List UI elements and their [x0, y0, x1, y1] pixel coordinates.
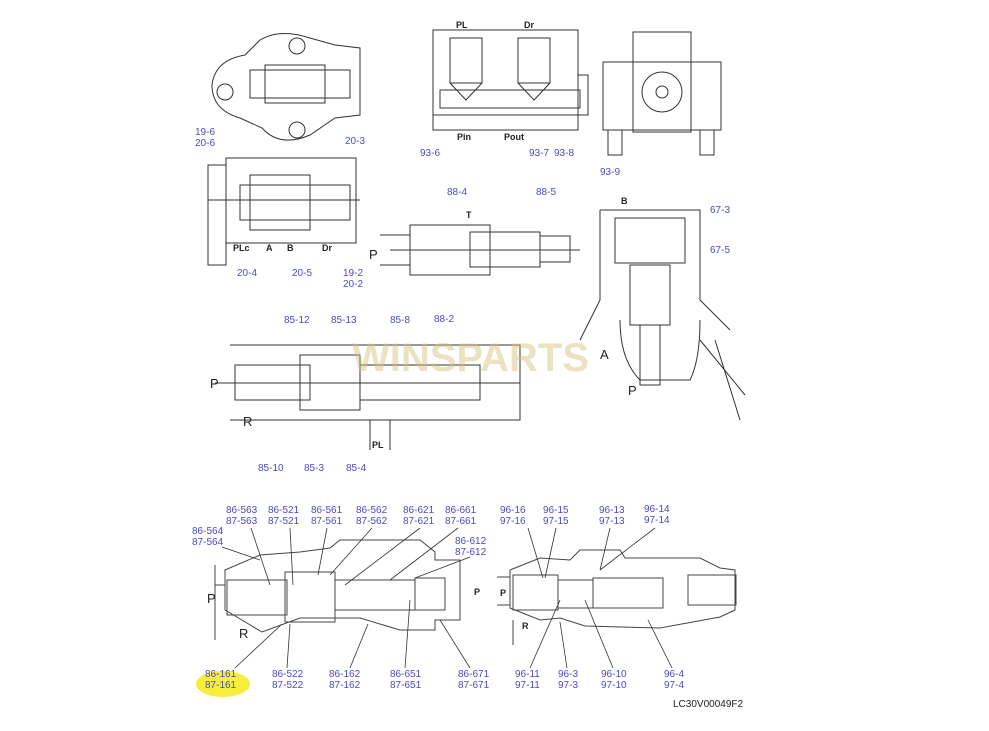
part-label[interactable]: 88-2: [434, 314, 455, 325]
port-label: P: [500, 588, 507, 598]
part-label[interactable]: 96-4: [664, 669, 685, 680]
part-label[interactable]: 86-661: [445, 505, 477, 516]
part-label[interactable]: 86-522: [272, 669, 304, 680]
highlight-marker: [196, 671, 250, 697]
view-top-left-flange: [211, 33, 361, 141]
part-label[interactable]: 86-561: [311, 505, 343, 516]
port-label: B: [621, 196, 628, 206]
part-label[interactable]: 88-5: [536, 187, 557, 198]
part-label[interactable]: 86-671: [458, 669, 490, 680]
port-label: P: [474, 587, 481, 597]
part-label[interactable]: 20-5: [292, 268, 313, 279]
part-label[interactable]: 97-13: [599, 516, 625, 527]
part-label[interactable]: 85-8: [390, 315, 411, 326]
part-label[interactable]: 86-161: [205, 669, 237, 680]
part-label[interactable]: 87-661: [445, 516, 477, 527]
part-label[interactable]: 86-563: [226, 505, 258, 516]
view-top-right: [602, 31, 722, 156]
view-top-middle: [432, 29, 589, 131]
view-bottom-right-section: [497, 549, 737, 645]
port-label: P: [628, 383, 637, 398]
part-label[interactable]: 86-612: [455, 536, 487, 547]
part-label[interactable]: 87-621: [403, 516, 435, 527]
port-label: Dr: [524, 20, 535, 30]
part-label[interactable]: 85-3: [304, 463, 325, 474]
port-label: A: [266, 243, 273, 253]
part-label[interactable]: 97-15: [543, 516, 569, 527]
port-label: T: [466, 210, 472, 220]
part-label[interactable]: 85-12: [284, 315, 310, 326]
part-label[interactable]: 87-612: [455, 547, 487, 558]
part-label[interactable]: 97-14: [644, 515, 670, 526]
port-label: P: [207, 591, 216, 606]
port-label: Dr: [322, 243, 333, 253]
part-label-highlighted[interactable]: 87-161: [205, 680, 237, 691]
port-label: PLc: [233, 243, 250, 253]
part-label[interactable]: 97-11: [515, 680, 540, 691]
port-label: P: [210, 376, 219, 391]
part-label[interactable]: 97-4: [664, 680, 685, 691]
part-label[interactable]: 86-562: [356, 505, 388, 516]
watermark: WINSPARTS: [352, 336, 590, 380]
port-label: R: [243, 414, 253, 429]
part-label[interactable]: 87-671: [458, 680, 490, 691]
part-label[interactable]: 20-6: [195, 138, 216, 149]
view-top-left-section: [207, 157, 360, 266]
part-label[interactable]: 97-10: [601, 680, 627, 691]
part-label[interactable]: 96-15: [543, 505, 569, 516]
part-label[interactable]: 20-2: [343, 279, 364, 290]
part-label[interactable]: 87-162: [329, 680, 361, 691]
part-label[interactable]: 85-10: [258, 463, 284, 474]
part-label[interactable]: 93-6: [420, 148, 441, 159]
part-label[interactable]: 86-564: [192, 526, 224, 537]
view-mid-right: [579, 209, 746, 421]
part-label[interactable]: 67-5: [710, 245, 731, 256]
part-label[interactable]: 93-9: [600, 167, 621, 178]
view-mid-center: [380, 224, 580, 276]
part-label[interactable]: 88-4: [447, 187, 468, 198]
port-label: B: [287, 243, 294, 253]
part-label[interactable]: 96-14: [644, 504, 670, 515]
view-mid-left-section: [215, 344, 521, 450]
part-label[interactable]: 87-561: [311, 516, 343, 527]
part-label[interactable]: 20-4: [237, 268, 258, 279]
port-label: R: [522, 621, 529, 631]
part-label[interactable]: 67-3: [710, 205, 731, 216]
part-label[interactable]: 86-521: [268, 505, 300, 516]
part-label[interactable]: 87-562: [356, 516, 388, 527]
part-label[interactable]: 87-651: [390, 680, 422, 691]
part-label[interactable]: 86-651: [390, 669, 422, 680]
part-label[interactable]: 96-16: [500, 505, 526, 516]
part-label[interactable]: 87-564: [192, 537, 224, 548]
port-label: PL: [372, 440, 384, 450]
part-label[interactable]: 96-11: [515, 669, 540, 680]
drawing-code: LC30V00049F2: [673, 699, 744, 710]
part-label[interactable]: 86-162: [329, 669, 361, 680]
part-label[interactable]: 97-16: [500, 516, 526, 527]
part-label[interactable]: 19-2: [343, 268, 364, 279]
part-label[interactable]: 93-7: [529, 148, 550, 159]
view-bottom-left-section: [214, 539, 461, 640]
part-label[interactable]: 19-6: [195, 127, 216, 138]
port-label: Pin: [457, 132, 472, 142]
part-label[interactable]: 87-521: [268, 516, 300, 527]
port-label: Pout: [504, 132, 524, 142]
port-label: PL: [456, 20, 468, 30]
part-label[interactable]: 20-3: [345, 136, 366, 147]
part-label[interactable]: 85-4: [346, 463, 367, 474]
part-label[interactable]: 96-3: [558, 669, 579, 680]
part-label[interactable]: 87-563: [226, 516, 258, 527]
port-label: R: [239, 626, 249, 641]
port-label: P: [369, 247, 378, 262]
port-label: A: [600, 347, 609, 362]
part-label[interactable]: 85-13: [331, 315, 357, 326]
part-label[interactable]: 96-10: [601, 669, 627, 680]
part-label[interactable]: 96-13: [599, 505, 625, 516]
leader-lines: [221, 527, 673, 669]
part-label[interactable]: 87-522: [272, 680, 304, 691]
part-label[interactable]: 86-621: [403, 505, 435, 516]
part-label[interactable]: 93-8: [554, 148, 575, 159]
part-label[interactable]: 97-3: [558, 680, 579, 691]
